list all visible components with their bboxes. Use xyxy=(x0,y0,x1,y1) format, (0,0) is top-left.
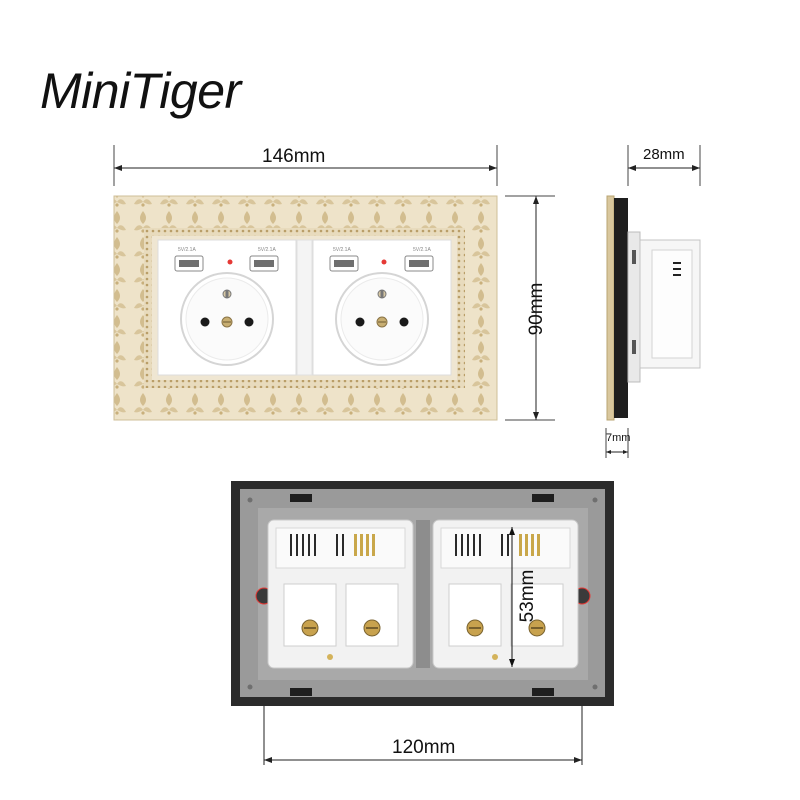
svg-text:5V/2.1A: 5V/2.1A xyxy=(258,247,276,253)
svg-text:5V/2.1A: 5V/2.1A xyxy=(333,247,351,253)
side-plate-label: 7mm xyxy=(606,432,631,444)
back-height-label: 53mm xyxy=(517,569,538,623)
brand-logo-text: MiniTiger xyxy=(40,63,241,119)
svg-text:5V/2.1A: 5V/2.1A xyxy=(413,247,431,253)
front-width-label: 146mm xyxy=(262,146,326,167)
svg-text:5V/2.1A: 5V/2.1A xyxy=(178,247,196,253)
side-depth-label: 28mm xyxy=(643,146,685,163)
back-width-label: 120mm xyxy=(392,737,456,758)
